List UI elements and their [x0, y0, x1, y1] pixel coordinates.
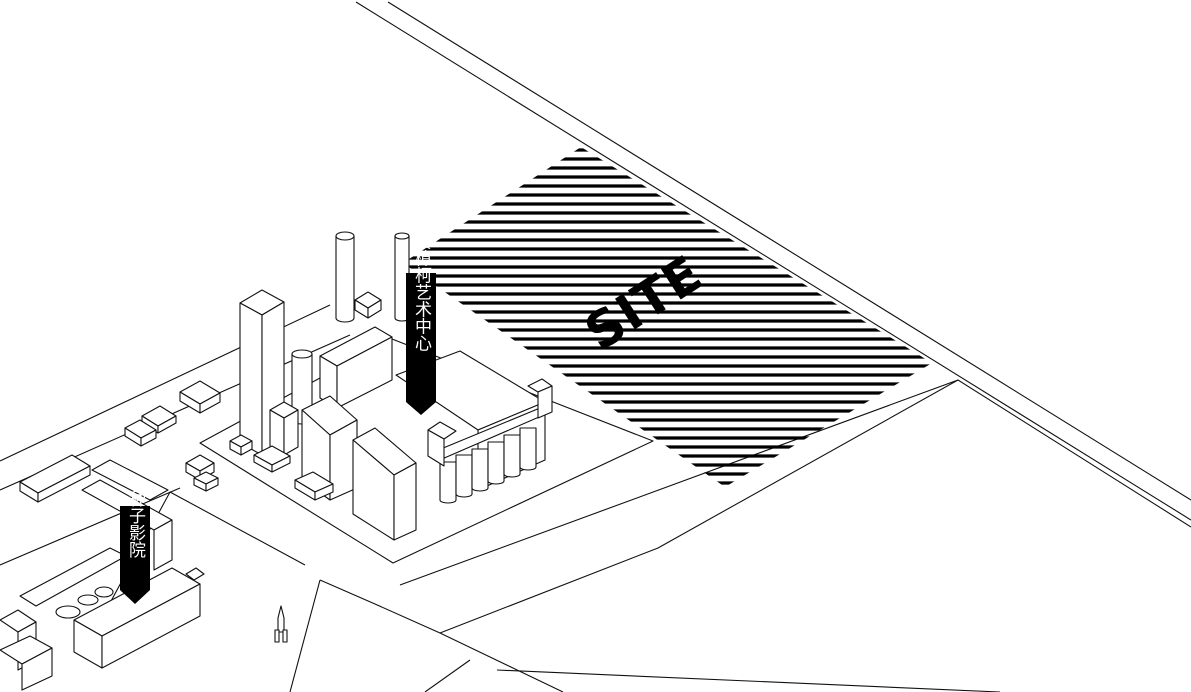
cinema-wing-right [153, 519, 173, 571]
cinema-block-low-right [21, 647, 53, 691]
road-south-curb [319, 579, 564, 692]
small-block-right [367, 299, 382, 319]
silo-4 [487, 441, 505, 485]
slab-right [336, 336, 393, 409]
cinema-tank-3 [94, 586, 114, 598]
tag-jia-zhangke-art-center: 贾樟柯艺术中心 [406, 233, 436, 415]
silo-6 [519, 427, 537, 471]
chimney-1-top [335, 231, 355, 241]
chimney-1 [335, 235, 355, 323]
main-road-edge-north [355, 1, 1191, 521]
west-buildings [19, 380, 221, 503]
west-box-1-right [199, 392, 221, 414]
silo-3 [471, 448, 489, 492]
west-box-3-right [140, 429, 157, 447]
cinema-tank-2 [77, 594, 99, 606]
lowbox-1-right [271, 455, 291, 473]
silo-1 [439, 461, 457, 504]
tower-left [239, 302, 263, 456]
main-road-edge-south [387, 1, 1191, 501]
road-south-edge [496, 669, 1001, 692]
east-tower-right [537, 385, 553, 419]
cinema-roof [91, 459, 169, 501]
tag-flag-shape [406, 273, 436, 415]
tag-seed-cinema: 种子影院 [120, 490, 150, 604]
road-west-diag [0, 487, 181, 566]
rocket-icon [274, 605, 288, 643]
tag-flag-shape [120, 506, 150, 604]
gallery-tower-left [427, 429, 445, 467]
annex-right [283, 409, 299, 456]
chimney-2-top [394, 232, 410, 240]
road-south-stub [424, 659, 471, 692]
silo-5 [503, 434, 521, 478]
art-center-block [199, 231, 654, 564]
site-label: SITE [575, 244, 713, 362]
road-south-west [289, 579, 321, 692]
cinema-kiosk-top [185, 567, 205, 581]
road-block-east-inner [439, 379, 959, 634]
lowbox-3-right [314, 483, 334, 501]
tag-label-seed-cinema: 种子影院 [125, 490, 146, 558]
front-block-right [393, 462, 417, 541]
west-box-2-right [157, 415, 177, 434]
west-long-right [37, 465, 91, 503]
west-box-5-right [205, 477, 219, 492]
silo-2 [455, 454, 473, 498]
tag-label-jia-zhangke: 贾樟柯艺术中心 [411, 233, 432, 352]
cinema-tank-1 [55, 605, 81, 619]
cinema-front-right [101, 583, 201, 669]
silo-row [439, 427, 537, 504]
cinema-gallery [19, 547, 127, 607]
lowbox-2-right [240, 440, 253, 456]
silo-tall-top [291, 349, 313, 359]
